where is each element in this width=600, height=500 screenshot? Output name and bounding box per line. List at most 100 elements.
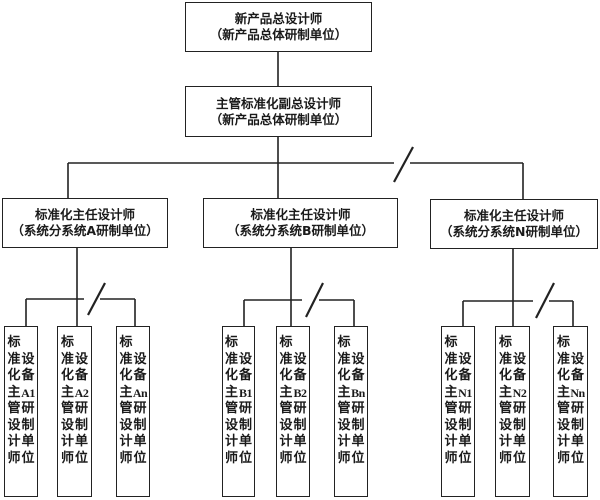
deputy-chief-designer-unit: （新产品总体研制单位） xyxy=(209,111,348,127)
chief-designer-box: 新产品总设计师 （新产品总体研制单位） xyxy=(185,2,372,52)
label-char: 计 xyxy=(60,434,74,449)
label-char: 计 xyxy=(7,434,21,449)
label-char: 标 xyxy=(556,335,570,350)
omission-slash-n xyxy=(535,282,555,319)
label-char: N2 xyxy=(512,385,527,400)
label-char: Nn xyxy=(570,385,585,400)
label-char: 师 xyxy=(7,450,21,466)
label-char: 化 xyxy=(279,368,293,383)
label-char: 准 xyxy=(60,351,74,367)
subsystem-n-box: 标准化主任设计师 （系统分系统N研制单位） xyxy=(430,199,598,249)
label-char: 制 xyxy=(21,417,35,433)
label-char: 研 xyxy=(293,401,307,416)
subsystem-n-title: 标准化主任设计师 xyxy=(463,208,564,223)
label-char: 师 xyxy=(444,450,458,466)
label-char: 化 xyxy=(337,368,351,383)
label-char: 主 xyxy=(7,384,21,400)
label-char: 研 xyxy=(74,401,88,416)
label-char: 设 xyxy=(458,351,472,367)
omission-slash-a xyxy=(87,282,106,316)
label-char: 标 xyxy=(498,335,512,350)
label-char: 制 xyxy=(133,417,147,433)
label-char: 单 xyxy=(293,434,307,449)
label-char: 管 xyxy=(60,401,74,416)
label-char: B2 xyxy=(293,385,307,400)
role-label-column: 标准化主管设计师 xyxy=(279,335,293,467)
label-char: 设 xyxy=(556,417,570,433)
label-char: N1 xyxy=(458,385,472,400)
label-char: 设 xyxy=(224,417,238,433)
label-char: 研 xyxy=(21,401,35,416)
label-char: 主 xyxy=(279,384,293,400)
chief-designer-unit: （新产品总体研制单位） xyxy=(209,27,348,42)
label-char: 化 xyxy=(60,368,74,383)
role-label-column: 标准化主管设计师 xyxy=(119,335,133,467)
label-char: 计 xyxy=(498,434,512,449)
label-char: A2 xyxy=(74,385,89,400)
label-char: 设 xyxy=(512,351,526,367)
label-char: 化 xyxy=(224,368,238,383)
label-char: 计 xyxy=(119,434,133,449)
label-char: 单 xyxy=(512,434,526,449)
label-char: 主 xyxy=(337,384,351,400)
role-label-column: 标准化主管设计师 xyxy=(61,335,75,467)
label-char: 化 xyxy=(7,368,21,383)
label-char: 计 xyxy=(279,434,293,449)
label-char: 化 xyxy=(119,368,133,383)
label-char: 主 xyxy=(498,384,512,400)
label-char: 设 xyxy=(351,351,365,367)
role-label-column: 标准化主管设计师 xyxy=(499,335,513,467)
chief-designer-title: 新产品总设计师 xyxy=(234,11,323,26)
label-char: 位 xyxy=(351,450,365,466)
label-char: 备 xyxy=(512,368,526,383)
label-char: 主 xyxy=(224,384,238,400)
role-label-column: 标准化主管设计师 xyxy=(7,335,21,467)
label-char: 备 xyxy=(21,368,35,383)
label-char: Bn xyxy=(351,385,365,400)
label-char: 师 xyxy=(498,450,512,466)
label-char: 位 xyxy=(512,450,526,466)
label-char: 计 xyxy=(337,434,351,449)
label-char: 制 xyxy=(512,417,526,433)
label-char: 准 xyxy=(556,351,570,367)
label-char: 标 xyxy=(444,335,458,350)
omission-slash-level3 xyxy=(393,146,414,183)
label-char: 准 xyxy=(498,351,512,367)
label-char: 计 xyxy=(224,434,238,449)
label-char: 单 xyxy=(133,434,147,449)
label-char: 设 xyxy=(570,351,584,367)
subsystem-a-box: 标准化主任设计师 （系统分系统A研制单位） xyxy=(2,198,168,248)
label-char: 设 xyxy=(74,351,88,367)
label-char: 备 xyxy=(351,368,365,383)
label-char: 化 xyxy=(498,368,512,383)
label-char: 主 xyxy=(119,384,133,400)
label-char: 单 xyxy=(458,434,472,449)
label-char: 位 xyxy=(458,450,472,466)
label-char: 制 xyxy=(238,417,252,433)
label-char: 管 xyxy=(337,401,351,416)
subsystem-n-unit: （系统分系统N研制单位） xyxy=(440,224,588,239)
label-char: 管 xyxy=(119,401,133,416)
label-char: 管 xyxy=(279,401,293,416)
role-label-column: 标准化主管设计师 xyxy=(225,335,239,467)
label-char: 管 xyxy=(444,401,458,416)
label-char: 研 xyxy=(570,401,584,416)
subsystem-a-unit: （系统分系统A研制单位） xyxy=(11,223,159,238)
label-char: 准 xyxy=(337,351,351,367)
label-char: 主 xyxy=(60,384,74,400)
label-char: 位 xyxy=(238,450,252,466)
